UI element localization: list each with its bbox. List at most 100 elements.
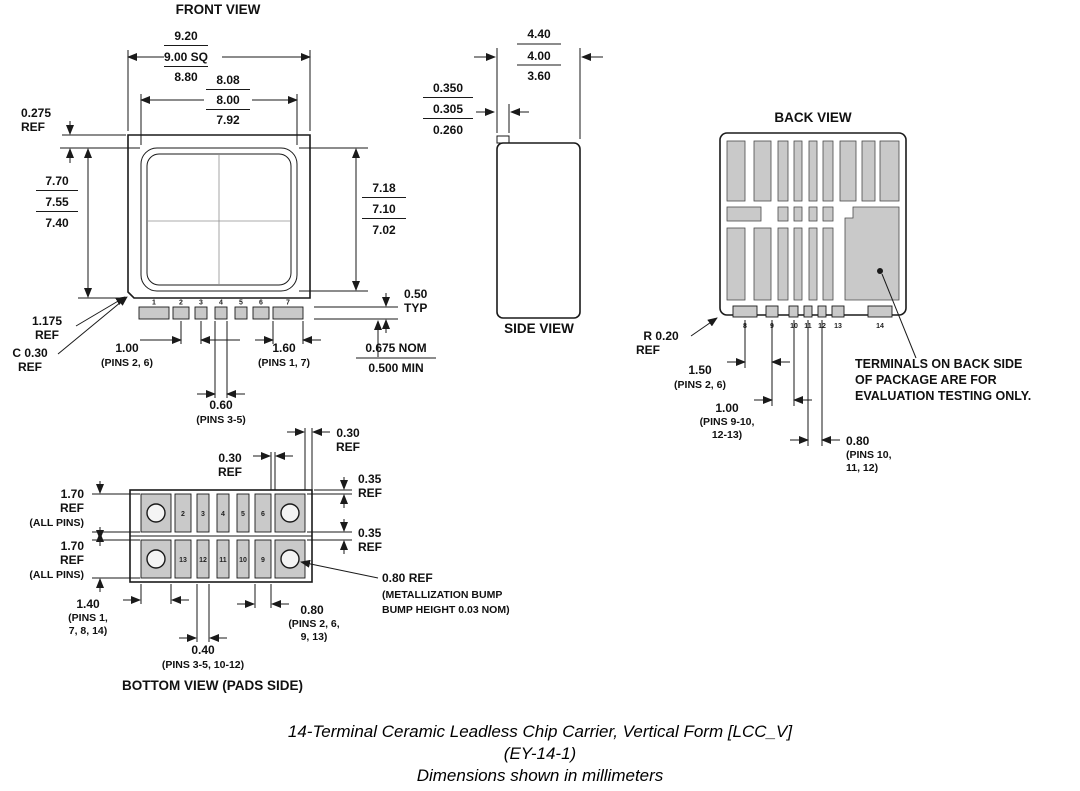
caption-line1: 14-Terminal Ceramic Leadless Chip Carrie… — [288, 722, 793, 741]
dim-chamfer-unit: REF — [18, 360, 42, 374]
bottom-pad-5 — [236, 493, 250, 533]
dim-right-max: 7.18 — [372, 181, 396, 195]
side-package-body — [496, 142, 581, 319]
back-dim-100: 1.00 (PINS 9-10, 12-13) — [700, 320, 812, 441]
back-view-title: BACK VIEW — [774, 110, 852, 125]
bottom-pad-10 — [236, 539, 250, 579]
bottom-view: 2 3 4 5 6 13 12 11 10 9 0.30 REF 0.30 RE… — [29, 426, 509, 693]
bottom-pad-label-13: 13 — [179, 557, 187, 564]
caption-line2: (EY-14-1) — [504, 744, 576, 763]
bottom-view-title: BOTTOM VIEW (PADS SIDE) — [122, 678, 303, 693]
bottom-pad-label-2: 2 — [181, 511, 185, 518]
dim-top-ref-unit: REF — [21, 120, 45, 134]
dim-typ-value: 0.50 — [404, 287, 428, 301]
bottom-pad-13 — [174, 539, 192, 579]
dim-pin35-pins: (PINS 3-5) — [196, 414, 246, 426]
front-dim-right-height: 7.18 7.10 7.02 — [299, 147, 406, 292]
bottom-row2-pins: (ALL PINS) — [29, 569, 84, 581]
bottom-edge2-unit: REF — [358, 540, 382, 554]
bottom-row1-unit: REF — [60, 501, 84, 515]
side-view-title: SIDE VIEW — [504, 321, 574, 336]
front-pin-label-4: 4 — [219, 300, 223, 307]
bottom-gap2-unit: REF — [218, 465, 242, 479]
bottom-pad-label-4: 4 — [221, 511, 225, 518]
terminal-pad — [879, 140, 900, 202]
terminal-pad — [753, 140, 772, 202]
terminal-pad — [861, 140, 876, 202]
bottom-wide-pins-2: 7, 8, 14) — [69, 625, 108, 637]
dim-left-min: 7.40 — [45, 216, 69, 230]
dim-inner-max: 8.08 — [216, 73, 240, 87]
bottom-pad-2 — [174, 493, 192, 533]
back-radius-unit: REF — [636, 343, 660, 357]
front-pin-7 — [272, 306, 304, 320]
bottom-dim-row1: 1.70 REF (ALL PINS) — [29, 481, 140, 546]
bottom-pad-6 — [254, 493, 272, 533]
front-dim-chamfer: C 0.30 REF — [12, 296, 128, 374]
bottom-pad-12 — [196, 539, 210, 579]
bottom-med-pins-2: 9, 13) — [301, 631, 328, 643]
back-pin-14 — [867, 305, 893, 318]
side-dim-width: 4.40 4.00 3.60 — [474, 27, 603, 139]
front-dim-inner-width: 8.08 8.00 7.92 — [140, 73, 298, 145]
bottom-bumps — [146, 503, 300, 569]
metallization-bump-7 — [280, 503, 300, 523]
bottom-gap1-value: 0.30 — [336, 426, 360, 440]
side-dim-lip: 0.350 0.305 0.260 — [423, 81, 529, 137]
side-width-min: 3.60 — [527, 69, 551, 83]
dim-pin26-value: 1.00 — [115, 341, 139, 355]
dim-pin35-value: 0.60 — [209, 398, 233, 412]
dim-typ-unit: TYP — [404, 301, 427, 315]
bottom-pads-bottom — [140, 539, 306, 579]
bottom-bump-note-2: BUMP HEIGHT 0.03 NOM) — [382, 604, 510, 616]
front-dim-corner-ref: 1.175 REF — [32, 296, 126, 342]
bottom-wide-pins-1: (PINS 1, — [68, 612, 108, 624]
bottom-dim-bump: 0.80 REF (METALLIZATION BUMP BUMP HEIGHT… — [300, 559, 510, 616]
bottom-row1-pins: (ALL PINS) — [29, 517, 84, 529]
terminal-pad — [753, 227, 772, 301]
metallization-bump-14 — [146, 549, 166, 569]
bottom-edge2-value: 0.35 — [358, 526, 382, 540]
front-cavity-outer — [140, 147, 298, 292]
front-dim-pin35: 0.60 (PINS 3-5) — [196, 321, 246, 426]
leader-line — [57, 296, 128, 355]
front-dim-pin26: 1.00 (PINS 2, 6) — [101, 321, 240, 369]
leader-line — [300, 559, 379, 579]
terminal-pad — [822, 227, 834, 301]
dim-outer-nom: 9.00 SQ — [164, 50, 208, 64]
bottom-pad-label-9: 9 — [261, 557, 265, 564]
caption-line3: Dimensions shown in millimeters — [417, 766, 664, 785]
leader-line — [690, 317, 718, 337]
bottom-pad-4 — [216, 493, 230, 533]
bottom-dim-narrow: 0.40 (PINS 3-5, 10-12) — [162, 584, 244, 671]
front-pin-label-7: 7 — [286, 300, 290, 307]
front-dim-pin-typ: 0.50 TYP — [314, 287, 428, 333]
metallization-bump-8 — [280, 549, 300, 569]
bottom-dim-gap1: 0.30 REF — [287, 426, 360, 490]
back-dim-150-pins: (PINS 2, 6) — [674, 379, 726, 391]
terminal-pad — [793, 206, 803, 222]
bottom-narrow-pins: (PINS 3-5, 10-12) — [162, 659, 244, 671]
front-dim-left-height: 7.70 7.55 7.40 — [36, 148, 126, 299]
dim-inner-min: 7.92 — [216, 113, 240, 127]
bottom-pad-label-3: 3 — [201, 511, 205, 518]
dim-chamfer-value: C 0.30 — [12, 346, 48, 360]
bottom-dim-row2: 1.70 REF (ALL PINS) — [29, 527, 140, 592]
back-note-line2: OF PACKAGE ARE FOR — [855, 373, 997, 387]
front-pin-5 — [234, 306, 248, 320]
terminal-pad — [822, 140, 834, 202]
back-note: TERMINALS ON BACK SIDE OF PACKAGE ARE FO… — [855, 268, 1031, 403]
side-width-nom: 4.00 — [527, 49, 551, 63]
bottom-row2-value: 1.70 — [61, 539, 85, 553]
bottom-dim-edge2: 0.35 REF — [307, 519, 382, 554]
side-width-max: 4.40 — [527, 27, 551, 41]
dim-standoff-nom: 0.675 NOM — [365, 341, 426, 355]
front-pin-2 — [172, 306, 190, 320]
back-dim-080-pins-2: 11, 12) — [846, 462, 878, 474]
front-pin-6 — [252, 306, 270, 320]
bottom-pad-label-11: 11 — [219, 557, 227, 564]
front-pin-label-2: 2 — [179, 300, 183, 307]
dim-outer-min: 8.80 — [174, 70, 198, 84]
dim-pin17-pins: (PINS 1, 7) — [258, 357, 310, 369]
